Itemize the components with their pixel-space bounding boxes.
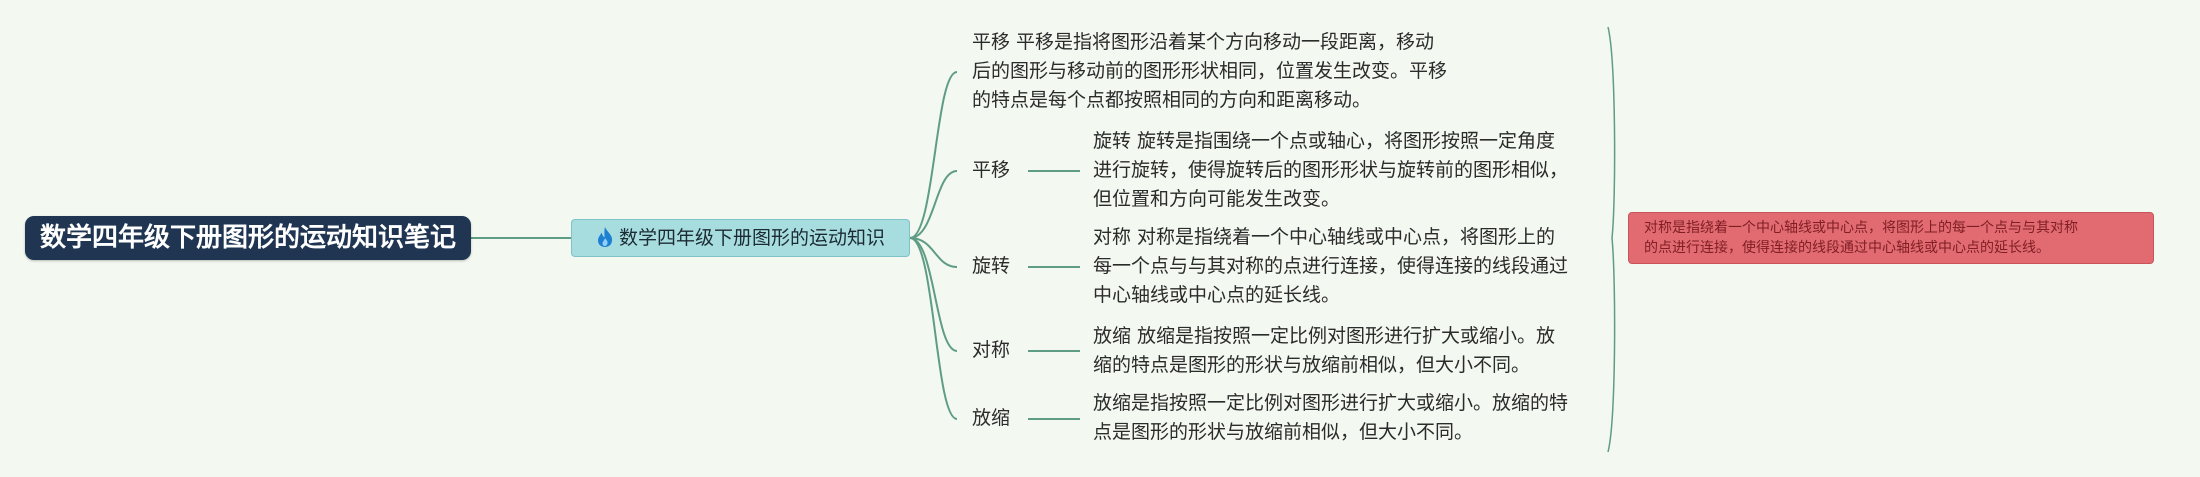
branch-text-duicheng: 放缩 放缩是指按照一定比例对图形进行扩大或缩小。放 缩的特点是图形的形状与放缩前… (1093, 322, 1555, 380)
branch-text-line: 旋转 旋转是指围绕一个点或轴心，将图形按照一定角度 (1093, 130, 1556, 152)
top-note-line: 平移 平移是指将图形沿着某个方向移动一段距离，移动 (972, 31, 1435, 53)
branch-text-line: 对称 对称是指绕着一个中心轴线或中心点，将图形上的 (1093, 226, 1556, 248)
branch-text-line: 点是图形的形状与放缩前相似，但大小不同。 (1093, 421, 1474, 443)
branch-text-line: 放缩 放缩是指按照一定比例对图形进行扩大或缩小。放 (1093, 325, 1556, 347)
branch-text-line: 每一个点与与其对称的点进行连接，使得连接的线段通过 (1093, 255, 1569, 277)
top-note-line: 的特点是每个点都按照相同的方向和距离移动。 (972, 89, 1372, 111)
main-to-branch-duicheng-connector (909, 237, 958, 352)
root-title: 数学四年级下册图形的运动知识笔记 (39, 223, 456, 253)
main-to-branch-pingyi-connector (909, 170, 958, 239)
branch-text-fangsuo: 放缩是指按照一定比例对图形进行扩大或缩小。放缩的特 点是图形的形状与放缩前相似，… (1093, 389, 1568, 447)
main-to-top-note-connector (909, 71, 958, 239)
branch-text-line: 缩的特点是图形的形状与放缩前相似，但大小不同。 (1093, 354, 1531, 376)
main-to-branch-xuanzhuan-connector (909, 237, 958, 268)
branch-label-duicheng[interactable]: 对称 (972, 339, 1011, 361)
branch-text-line: 但位置和方向可能发生改变。 (1093, 188, 1341, 210)
fire-icon (597, 227, 613, 247)
branch-label-fangsuo[interactable]: 放缩 (972, 407, 1011, 429)
branch-text-xuanzhuan: 对称 对称是指绕着一个中心轴线或中心点，将图形上的 每一个点与与其对称的点进行连… (1093, 223, 1568, 310)
summary-note[interactable]: 对称是指绕着一个中心轴线或中心点，将图形上的每一个点与与其对称 的点进行连接，使… (1628, 212, 2154, 264)
branch-label-xuanzhuan[interactable]: 旋转 (972, 255, 1011, 277)
main-topic-node[interactable]: 数学四年级下册图形的运动知识 (571, 219, 910, 257)
summary-note-line: 的点进行连接，使得连接的线段通过中心轴线或中心点的延长线。 (1644, 240, 2050, 256)
branch-text-line: 中心轴线或中心点的延长线。 (1093, 284, 1341, 306)
main-to-branch-fangsuo-connector (909, 237, 958, 420)
branch-label-pingyi[interactable]: 平移 (972, 159, 1011, 181)
main-topic-label: 数学四年级下册图形的运动知识 (618, 227, 885, 249)
branch-text-line: 放缩是指按照一定比例对图形进行扩大或缩小。放缩的特 (1093, 392, 1569, 414)
top-note-line: 后的图形与移动前的图形形状相同，位置发生改变。平移 (972, 60, 1448, 82)
summary-note-line: 对称是指绕着一个中心轴线或中心点，将图形上的每一个点与与其对称 (1644, 220, 2078, 236)
top-note-text: 平移 平移是指将图形沿着某个方向移动一段距离，移动 后的图形与移动前的图形形状相… (972, 28, 1447, 115)
branch-text-pingyi: 旋转 旋转是指围绕一个点或轴心，将图形按照一定角度 进行旋转，使得旋转后的图形形… (1093, 127, 1568, 214)
summary-brace (1607, 26, 1616, 453)
branch-text-line: 进行旋转，使得旋转后的图形形状与旋转前的图形相似， (1093, 159, 1569, 181)
root-topic[interactable]: 数学四年级下册图形的运动知识笔记 (25, 216, 471, 260)
